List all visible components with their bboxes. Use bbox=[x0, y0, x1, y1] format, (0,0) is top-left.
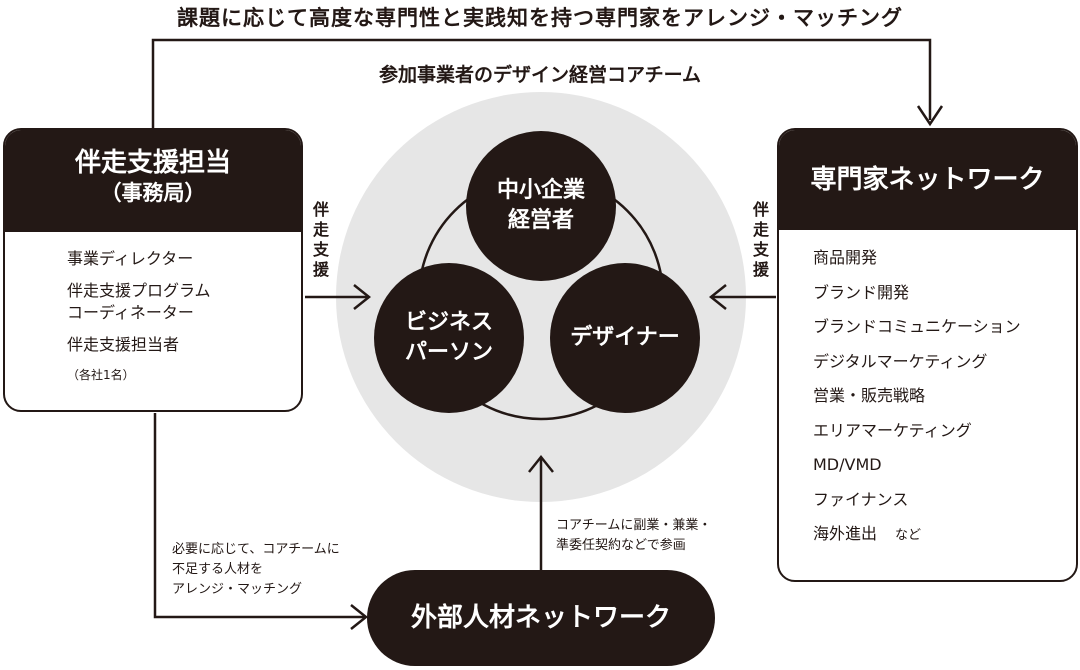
matching-note-line: 必要に応じて、コアチームに bbox=[172, 542, 340, 557]
list-item-group: 伴走支援プログラム コーディネーター bbox=[67, 280, 301, 324]
sme-manager-label-line1: 中小企業 bbox=[496, 178, 585, 203]
list-item: デジタルマーケティング bbox=[813, 351, 988, 371]
support-office-subtitle: （事務局） bbox=[100, 181, 206, 205]
external-note-line: 準委任契約などで参画 bbox=[556, 538, 686, 553]
list-item: ブランド開発 bbox=[813, 282, 910, 302]
list-item: エリアマーケティング bbox=[813, 420, 972, 440]
right-support-arrowhead bbox=[708, 284, 727, 310]
external-network-pill: 外部人材ネットワーク bbox=[367, 570, 715, 666]
core-team-title: 参加事業者のデザイン経営コアチーム bbox=[378, 64, 702, 86]
external-up-arrowhead bbox=[528, 454, 554, 473]
support-office-note: （各社1名） bbox=[67, 368, 135, 382]
list-item: 商品開発 bbox=[813, 248, 878, 267]
support-office-title: 伴走支援担当 bbox=[74, 148, 231, 178]
expert-network-suffix: など bbox=[895, 528, 922, 543]
right-support-char: 支 bbox=[752, 240, 769, 259]
left-support-char: 伴 bbox=[312, 200, 329, 219]
list-item: 事業ディレクター bbox=[67, 249, 194, 268]
list-item: MD/VMD bbox=[813, 455, 882, 474]
right-support-char: 走 bbox=[752, 220, 769, 239]
sme-manager-circle bbox=[466, 131, 616, 281]
matching-arrowhead bbox=[350, 604, 369, 630]
list-item: 営業・販売戦略 bbox=[813, 386, 926, 405]
top-matching-line bbox=[151, 38, 932, 128]
designer-circle bbox=[550, 263, 700, 413]
matching-note: 必要に応じて、コアチームに 不足する人材を アレンジ・マッチング bbox=[172, 540, 372, 600]
support-office-header: 伴走支援担当 （事務局） bbox=[5, 130, 301, 232]
sme-manager-label: 中小企業 経営者 bbox=[466, 176, 616, 236]
matching-note-line: 不足する人材を bbox=[172, 562, 264, 577]
support-office-list: 事業ディレクター 伴走支援プログラム コーディネーター 伴走支援担当者 （各社1… bbox=[5, 232, 301, 386]
list-item: 伴走支援担当者 bbox=[67, 335, 180, 354]
matching-line bbox=[153, 413, 365, 619]
expert-network-title: 専門家ネットワーク bbox=[779, 130, 1076, 230]
right-support-char: 伴 bbox=[752, 200, 769, 219]
business-person-label: ビジネス パーソン bbox=[374, 308, 524, 368]
sme-manager-label-line2: 経営者 bbox=[507, 208, 574, 233]
business-person-label-line1: ビジネス bbox=[404, 310, 493, 335]
left-support-char: 走 bbox=[312, 220, 329, 239]
list-item: 海外進出 bbox=[813, 524, 878, 543]
list-item: コーディネーター bbox=[67, 303, 194, 322]
top-arrowhead bbox=[916, 105, 944, 127]
left-support-char: 支 bbox=[312, 240, 329, 259]
list-item: 伴走支援プログラム bbox=[67, 281, 211, 300]
external-note: コアチームに副業・兼業・ 準委任契約などで参画 bbox=[556, 516, 756, 556]
left-support-arrowhead bbox=[353, 284, 372, 310]
list-item: ブランドコミュニケーション bbox=[813, 317, 1021, 336]
right-support-char: 援 bbox=[752, 260, 769, 279]
top-title: 課題に応じて高度な専門性と実践知を持つ専門家をアレンジ・マッチング bbox=[177, 6, 903, 30]
designer-label: デザイナー bbox=[570, 325, 680, 350]
list-item-last: 海外進出 など bbox=[813, 522, 1076, 548]
right-support-label: 伴 走 支 援 bbox=[751, 200, 771, 280]
list-item: ファイナンス bbox=[813, 489, 909, 509]
left-support-char: 援 bbox=[312, 260, 329, 279]
business-person-circle bbox=[374, 263, 524, 413]
support-office-box: 伴走支援担当 （事務局） 事業ディレクター 伴走支援プログラム コーディネーター… bbox=[3, 128, 303, 412]
left-support-label: 伴 走 支 援 bbox=[311, 200, 331, 280]
matching-note-line: アレンジ・マッチング bbox=[172, 582, 303, 597]
business-person-label-line2: パーソン bbox=[404, 340, 493, 365]
expert-network-box: 専門家ネットワーク 商品開発 ブランド開発 ブランドコミュニケーション デジタル… bbox=[777, 128, 1078, 582]
expert-network-list: 商品開発 ブランド開発 ブランドコミュニケーション デジタルマーケティング 営業… bbox=[779, 230, 1076, 548]
external-note-line: コアチームに副業・兼業・ bbox=[556, 518, 712, 533]
